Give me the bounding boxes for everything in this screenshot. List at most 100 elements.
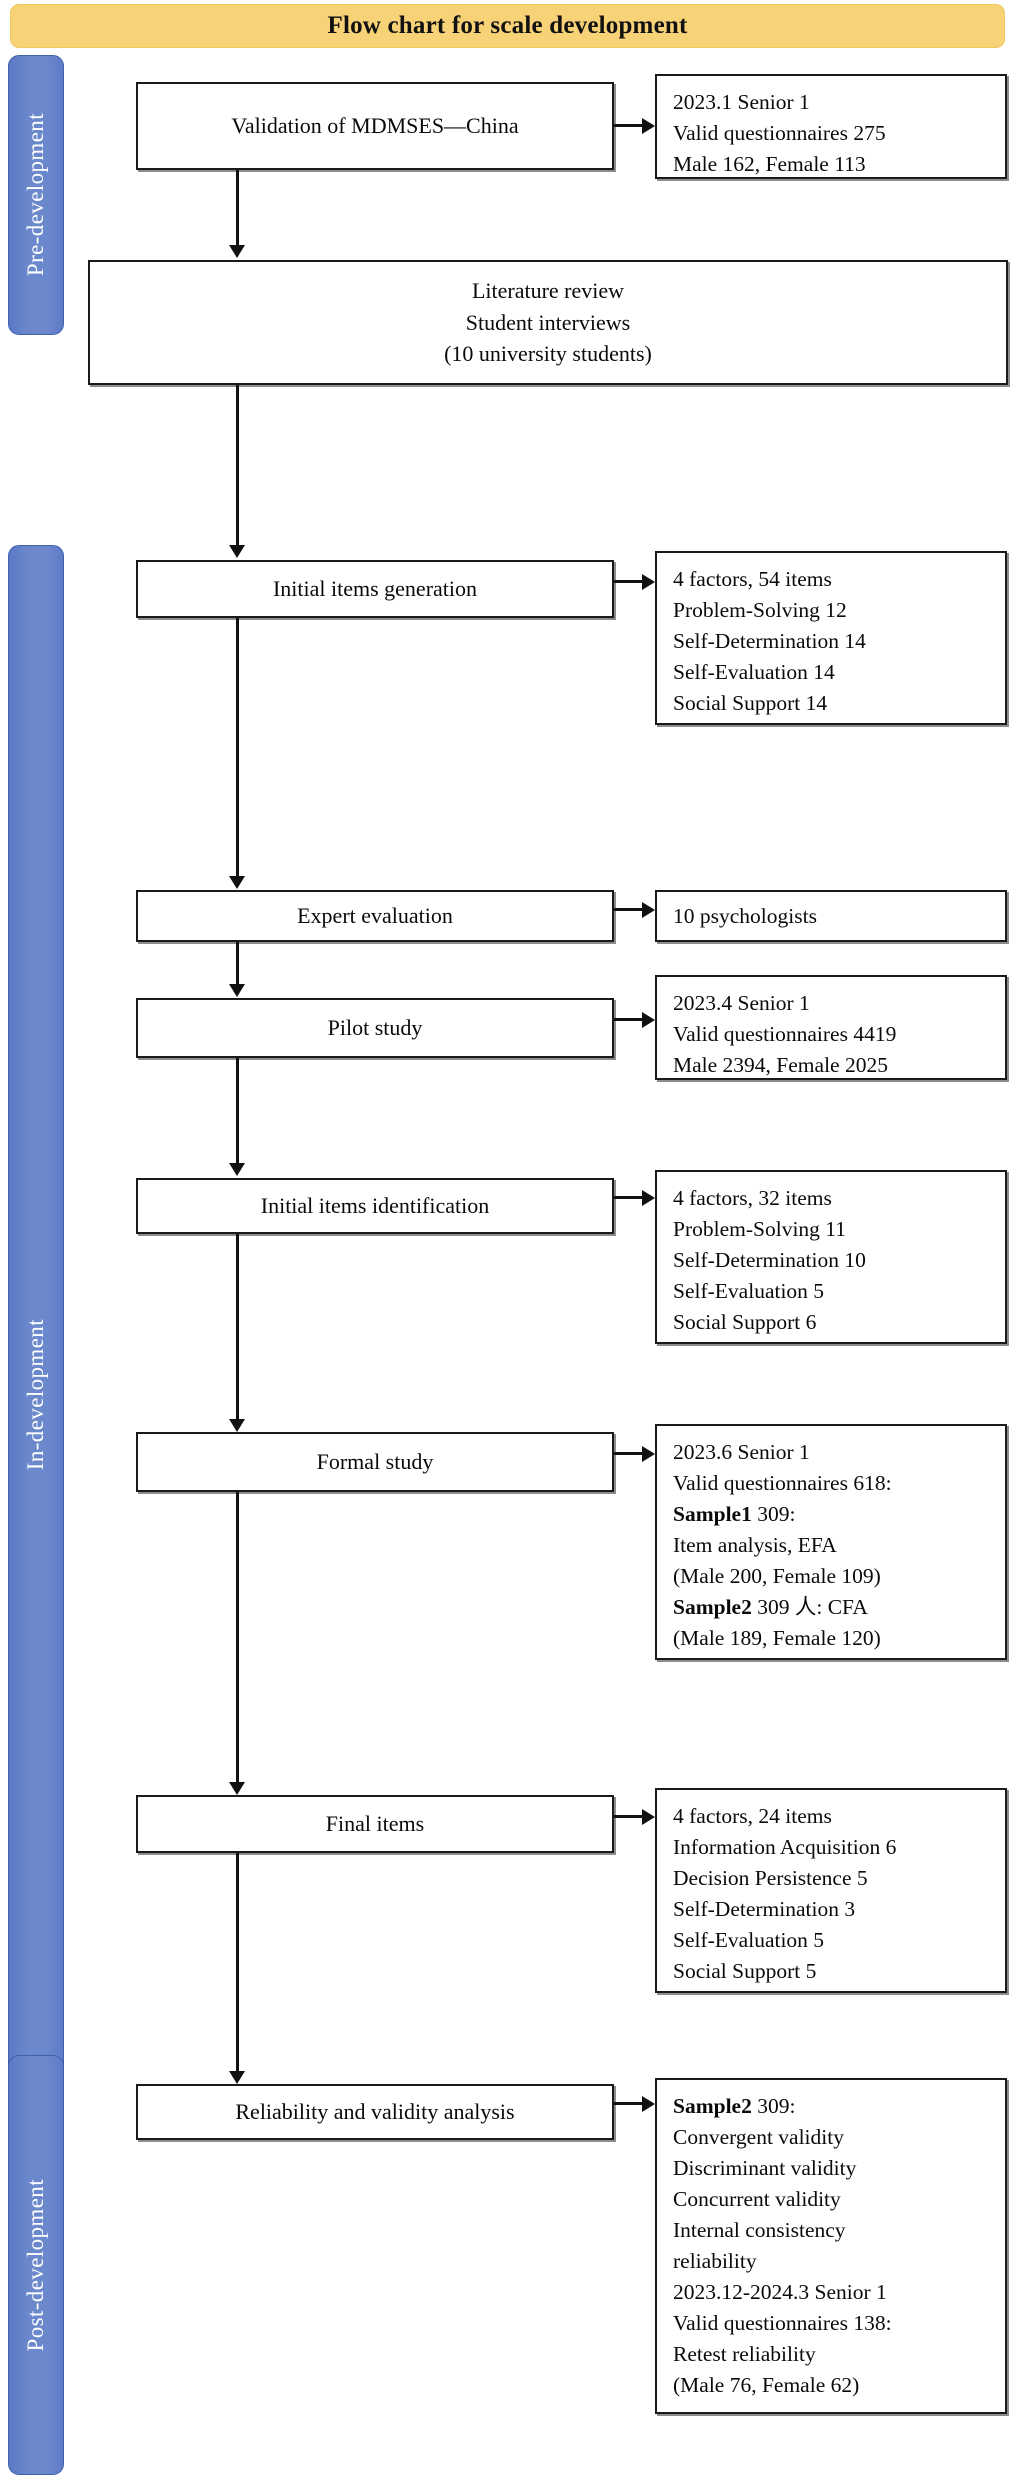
detail-line: Internal consistency <box>673 2218 846 2242</box>
connector-final-to-reliability <box>236 1853 239 2071</box>
detail-line: 2023.1 Senior 1 <box>673 90 810 114</box>
sample2-value: 309: <box>751 2094 796 2118</box>
detail-line: 10 psychologists <box>673 903 817 928</box>
arrow-to-final-items <box>229 1782 245 1795</box>
phase-bar-pre-development: Pre-development <box>8 55 64 335</box>
detail-line: Valid questionnaires 4419 <box>673 1022 897 1046</box>
phase-label-post-development: Post-development <box>23 2178 48 2352</box>
step-formal-study-label: Formal study <box>316 1449 434 1475</box>
arrow-to-literature <box>229 245 245 258</box>
sample2-value: 309 人: CFA <box>751 1595 868 1619</box>
detail-line: 4 factors, 54 items <box>673 567 832 591</box>
step-validation-label: Validation of MDMSES—China <box>231 113 519 139</box>
step-reliability-validity[interactable]: Reliability and validity analysis <box>136 2084 614 2140</box>
arrow-to-formal-study <box>229 1419 245 1432</box>
step-final-items[interactable]: Final items <box>136 1795 614 1853</box>
arrow-reliability-to-detail <box>642 2096 655 2112</box>
connector-formal-to-detail <box>614 1452 644 1455</box>
detail-reliability-validity: Sample2 309: Convergent validity Discrim… <box>655 2078 1007 2414</box>
connector-final-to-detail <box>614 1815 644 1818</box>
connector-pilot-to-detail <box>614 1018 644 1021</box>
detail-expert-evaluation: 10 psychologists <box>655 890 1007 942</box>
detail-line: 4 factors, 24 items <box>673 1804 832 1828</box>
detail-validation: 2023.1 Senior 1 Valid questionnaires 275… <box>655 74 1007 179</box>
arrow-to-pilot-study <box>229 984 245 997</box>
step-pilot-study-label: Pilot study <box>327 1015 423 1041</box>
detail-line-sample2: Sample2 309 人: CFA <box>673 1592 1005 1623</box>
detail-line: Valid questionnaires 618: <box>673 1471 892 1495</box>
detail-line: 2023.6 Senior 1 <box>673 1440 810 1464</box>
detail-line: 2023.12-2024.3 Senior 1 <box>673 2280 887 2304</box>
connector-validation-to-detail <box>614 124 644 127</box>
detail-initial-items-identification: 4 factors, 32 items Problem-Solving 11 S… <box>655 1170 1007 1344</box>
detail-line: 2023.4 Senior 1 <box>673 991 810 1015</box>
detail-initial-items-generation: 4 factors, 54 items Problem-Solving 12 S… <box>655 551 1007 725</box>
arrow-to-initial-identification <box>229 1163 245 1176</box>
step-final-items-label: Final items <box>325 1811 425 1837</box>
detail-line: Social Support 6 <box>673 1310 817 1334</box>
arrow-final-to-detail <box>642 1809 655 1825</box>
detail-line-sample2: Sample2 309: <box>673 2091 1005 2122</box>
arrow-to-initial-generation <box>229 545 245 558</box>
detail-line: Self-Evaluation 14 <box>673 660 835 684</box>
detail-line: Information Acquisition 6 <box>673 1835 897 1859</box>
connector-literature-to-initial-generation <box>236 385 239 545</box>
detail-line: Valid questionnaires 275 <box>673 121 886 145</box>
arrow-to-reliability-analysis <box>229 2071 245 2084</box>
sample2-label: Sample2 <box>673 1595 752 1619</box>
step-initial-items-identification[interactable]: Initial items identification <box>136 1178 614 1234</box>
detail-line: reliability <box>673 2249 757 2273</box>
step-pilot-study[interactable]: Pilot study <box>136 998 614 1058</box>
detail-line: (Male 200, Female 109) <box>673 1564 881 1588</box>
connector-expert-to-pilot <box>236 942 239 984</box>
arrow-pilot-to-detail <box>642 1012 655 1028</box>
sample1-label: Sample1 <box>673 1502 752 1526</box>
page-title: Flow chart for scale development <box>327 12 688 39</box>
connector-identification-to-detail <box>614 1196 644 1199</box>
step-formal-study[interactable]: Formal study <box>136 1432 614 1492</box>
detail-line: Male 162, Female 113 <box>673 152 866 176</box>
detail-line: Male 2394, Female 2025 <box>673 1053 888 1077</box>
detail-line: 4 factors, 32 items <box>673 1186 832 1210</box>
detail-line: Discriminant validity <box>673 2156 857 2180</box>
connector-identification-to-formal <box>236 1234 239 1419</box>
arrow-formal-to-detail <box>642 1446 655 1462</box>
detail-line: Social Support 14 <box>673 691 828 715</box>
arrow-expert-to-detail <box>642 902 655 918</box>
connector-expert-to-detail <box>614 908 644 911</box>
connector-initial-generation-to-detail <box>614 580 644 583</box>
detail-line: (Male 189, Female 120) <box>673 1626 881 1650</box>
detail-line: Decision Persistence 5 <box>673 1866 868 1890</box>
detail-formal-study: 2023.6 Senior 1 Valid questionnaires 618… <box>655 1424 1007 1660</box>
step-validation[interactable]: Validation of MDMSES—China <box>136 82 614 170</box>
arrow-initial-generation-to-detail <box>642 574 655 590</box>
detail-line: Concurrent validity <box>673 2187 841 2211</box>
phase-label-in-development: In-development <box>23 1319 48 1471</box>
detail-line: Self-Determination 14 <box>673 629 866 653</box>
connector-initial-generation-to-expert <box>236 618 239 876</box>
step-literature-review-label: Literature review Student interviews (10… <box>444 277 652 367</box>
arrow-identification-to-detail <box>642 1190 655 1206</box>
step-initial-items-generation[interactable]: Initial items generation <box>136 560 614 618</box>
connector-reliability-to-detail <box>614 2102 644 2105</box>
phase-bar-in-development: In-development <box>8 545 64 2245</box>
detail-line: Social Support 5 <box>673 1959 817 1983</box>
connector-formal-to-final <box>236 1492 239 1782</box>
step-literature-review[interactable]: Literature review Student interviews (10… <box>88 260 1008 385</box>
step-initial-items-identification-label: Initial items identification <box>260 1193 490 1219</box>
chart-title-banner: Flow chart for scale development <box>10 4 1005 48</box>
detail-line-sample1: Sample1 309: <box>673 1499 1005 1530</box>
detail-line: Self-Determination 3 <box>673 1897 856 1921</box>
step-expert-evaluation[interactable]: Expert evaluation <box>136 890 614 942</box>
detail-line: Self-Evaluation 5 <box>673 1279 825 1303</box>
step-expert-evaluation-label: Expert evaluation <box>297 903 453 929</box>
connector-validation-to-literature <box>236 170 239 245</box>
arrow-to-expert-evaluation <box>229 876 245 889</box>
detail-line: Self-Determination 10 <box>673 1248 866 1272</box>
detail-line: Retest reliability <box>673 2342 816 2366</box>
phase-bar-post-development: Post-development <box>8 2055 64 2475</box>
detail-line: Problem-Solving 12 <box>673 598 847 622</box>
detail-final-items: 4 factors, 24 items Information Acquisit… <box>655 1788 1007 1993</box>
detail-line: Self-Evaluation 5 <box>673 1928 825 1952</box>
sample2-label: Sample2 <box>673 2094 752 2118</box>
